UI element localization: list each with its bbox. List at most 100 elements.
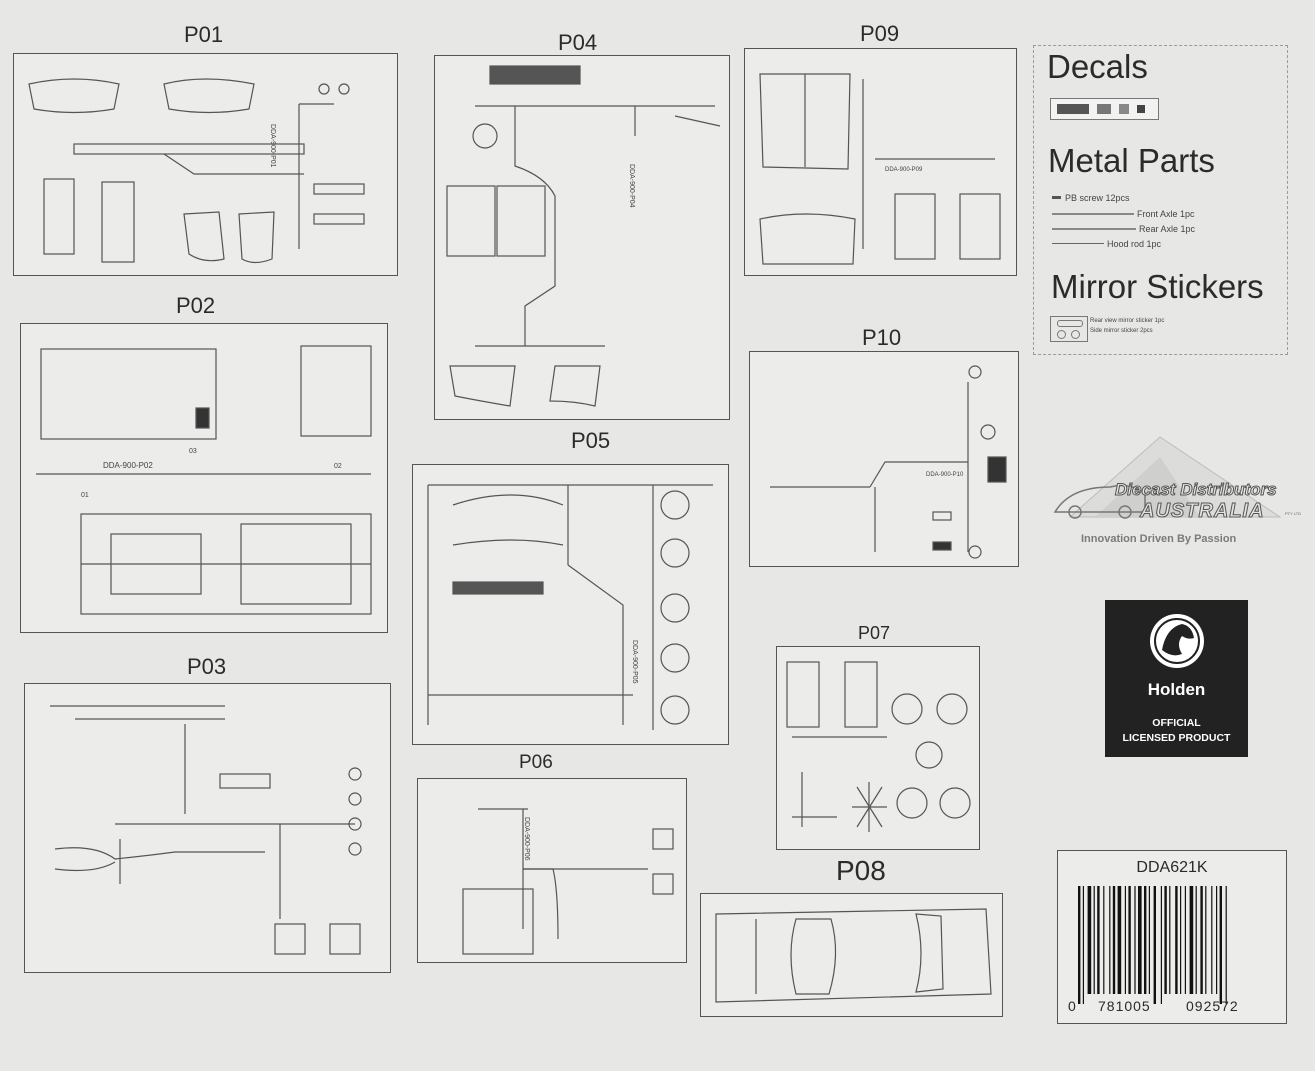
barcode-bar: [1153, 886, 1156, 1004]
rear-axle-rod: [1052, 228, 1136, 230]
metal-item-rear-axle: Rear Axle 1pc: [1139, 224, 1196, 234]
p04-sprue-code: DDA-900-P04: [628, 164, 635, 208]
accessories-box: [1033, 45, 1288, 355]
diecast-distributors-logo: [1053, 436, 1282, 519]
mirror-item-rear: Rear view mirror sticker 1pc: [1090, 318, 1165, 324]
p04-sprue-drawing: [446, 65, 721, 407]
holden-name: Holden: [1147, 680, 1206, 699]
p01-panel: DDA-900-P01: [13, 53, 398, 276]
barcode-group1: 781005: [1098, 998, 1151, 1014]
p01-sprue-drawing: [28, 78, 365, 264]
p06-sprue-drawing: [462, 808, 674, 955]
barcode-bar: [1138, 886, 1142, 994]
holden-licensed: LICENSED PRODUCT: [1122, 732, 1231, 744]
barcode-bar: [1175, 886, 1178, 994]
hood-rod: [1052, 243, 1104, 244]
screw-icon: [1052, 196, 1061, 199]
p10-panel: DDA-900-P10: [749, 351, 1019, 567]
decals-heading: Decals: [1047, 48, 1148, 85]
p03-panel: [24, 683, 391, 973]
holden-lion-icon: [1150, 614, 1204, 668]
holden-license-badge: Holden OFFICIAL LICENSED PRODUCT: [1105, 600, 1248, 757]
barcode-bar: [1225, 886, 1227, 1004]
p06-sprue-code: DDA-900-P06: [523, 817, 530, 861]
barcode-group2: 092572: [1186, 998, 1239, 1014]
p07-panel: [776, 646, 980, 850]
brand-suffix: PTY LTD: [1285, 511, 1302, 516]
brand-line2: AUSTRALIA: [1140, 500, 1265, 523]
barcode-bar: [1128, 886, 1131, 994]
barcode-bars: [1078, 886, 1227, 1004]
p02-sprue-drawing: [36, 345, 372, 615]
p02-title: P02: [176, 293, 216, 318]
mirror-stickers-heading: Mirror Stickers: [1051, 268, 1264, 305]
barcode-bar: [1144, 886, 1147, 994]
p02-tag-01: 01: [81, 492, 89, 499]
p09-sprue-code: DDA-900-P09: [885, 167, 923, 173]
barcode-digit-left: 0: [1068, 998, 1076, 1014]
p08-sprue-drawing: [715, 908, 992, 1003]
p08-panel: [700, 893, 1003, 1017]
barcode-bar: [1160, 886, 1162, 1004]
p02-panel: DDA-900-P02 03 02 01: [20, 323, 388, 633]
p07-sprue-drawing: [786, 661, 971, 832]
barcode-bar: [1097, 886, 1100, 994]
front-axle-rod: [1052, 213, 1134, 215]
p04-title: P04: [558, 30, 598, 55]
barcode-bar: [1087, 886, 1092, 994]
mirror-item-side: Side mirror sticker 2pcs: [1090, 328, 1153, 334]
metal-item-hood-rod: Hood rod 1pc: [1107, 239, 1162, 249]
barcode-bar: [1082, 886, 1084, 1004]
barcode-bar: [1109, 886, 1111, 994]
mirror-sticker-sheet: [1050, 316, 1088, 342]
barcode-panel: DDA621K 0 781005 092572: [1057, 850, 1287, 1024]
p02-sprue-code: DDA-900-P02: [103, 461, 153, 470]
barcode-bar: [1134, 886, 1136, 994]
p02-tag-03: 03: [189, 448, 197, 455]
barcode-bar: [1103, 886, 1105, 994]
barcode-bar: [1078, 886, 1081, 1004]
barcode-bar: [1112, 886, 1116, 994]
p10-title: P10: [862, 325, 902, 350]
p10-sprue-drawing: [770, 365, 1007, 559]
p10-sprue-code: DDA-900-P10: [926, 472, 964, 478]
metal-parts-heading: Metal Parts: [1048, 142, 1215, 179]
barcode-bar: [1180, 886, 1182, 994]
barcode-bar: [1093, 886, 1095, 994]
barcode-bar: [1195, 886, 1197, 994]
p04-panel: DDA-900-P04: [434, 55, 730, 420]
p05-sprue-code: DDA-900-P05: [631, 640, 638, 684]
p01-title: P01: [184, 22, 224, 47]
barcode-bar: [1184, 886, 1186, 994]
p05-title: P05: [571, 428, 611, 453]
p01-sprue-code: DDA-900-P01: [269, 124, 276, 168]
barcode-bar: [1216, 886, 1218, 994]
p03-sprue-drawing: [50, 705, 362, 955]
p06-title: P06: [519, 752, 553, 773]
p05-sprue-drawing: [427, 484, 713, 730]
p08-title: P08: [836, 855, 886, 886]
barcode-bar: [1148, 886, 1150, 994]
p09-panel: DDA-900-P09: [744, 48, 1017, 276]
barcode-bar: [1205, 886, 1207, 994]
barcode-bar: [1124, 886, 1126, 994]
sku-label: DDA621K: [1136, 859, 1208, 876]
barcode-bar: [1189, 886, 1194, 994]
barcode-bar: [1169, 886, 1171, 994]
p03-title: P03: [187, 654, 227, 679]
barcode-bar: [1219, 886, 1222, 1004]
barcode-bar: [1200, 886, 1203, 994]
decal-sheet: [1050, 98, 1159, 120]
p07-title: P07: [858, 623, 891, 643]
barcode-bar: [1211, 886, 1213, 994]
barcode-bar: [1164, 886, 1167, 994]
p06-panel: DDA-900-P06: [417, 778, 687, 963]
holden-official: OFFICIAL: [1152, 717, 1201, 729]
p09-title: P09: [860, 21, 900, 46]
p09-sprue-drawing: [759, 73, 1001, 265]
metal-item-screw: PB screw 12pcs: [1065, 193, 1130, 203]
barcode-bar: [1117, 886, 1122, 994]
p05-panel: DDA-900-P05: [412, 464, 729, 745]
metal-item-front-axle: Front Axle 1pc: [1137, 209, 1195, 219]
brand-line1: Diecast Distributors: [1115, 480, 1278, 500]
